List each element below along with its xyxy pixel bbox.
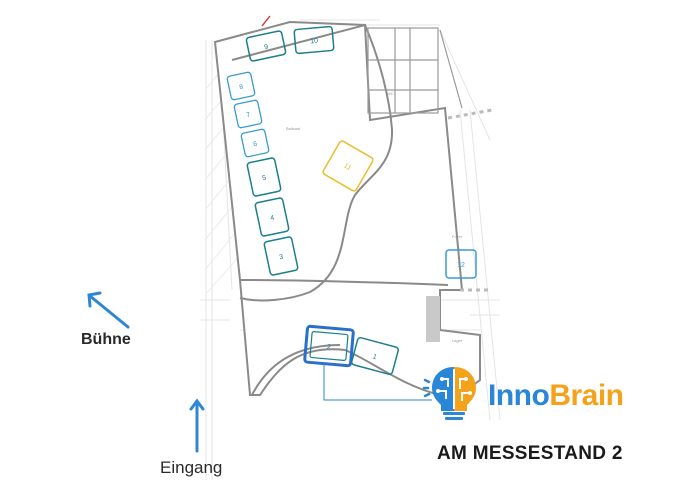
svg-text:1: 1 (372, 354, 378, 362)
booth-1[interactable]: 1 (351, 336, 399, 376)
svg-text:8: 8 (239, 84, 244, 92)
lightbulb-brain-icon (422, 367, 476, 420)
svg-text:Ballsaal: Ballsaal (286, 126, 300, 131)
booth-10[interactable]: 10 (293, 25, 335, 55)
svg-text:WC: WC (387, 91, 394, 96)
svg-text:Lager: Lager (452, 338, 463, 343)
svg-text:9: 9 (264, 44, 269, 52)
booth-7[interactable]: 7 (233, 99, 263, 129)
red-mark (261, 15, 271, 27)
brand-name: InnoBrain (488, 379, 624, 413)
booth-2[interactable]: 2 (303, 324, 355, 368)
stage-arrow-icon (87, 291, 130, 329)
brand-name-part1: Inno (488, 379, 550, 412)
upper-rooms (367, 27, 463, 114)
lower-curved-wall (239, 279, 449, 286)
brand-name-part2: Brain (549, 379, 624, 412)
svg-text:7: 7 (246, 112, 251, 120)
svg-text:12: 12 (457, 262, 465, 269)
svg-text:3: 3 (279, 254, 284, 262)
entrance-curve (251, 344, 341, 396)
svg-text:6: 6 (253, 141, 258, 149)
booths: 9 10 8 7 6 5 4 3 (226, 25, 477, 376)
booth-9[interactable]: 9 (245, 30, 287, 62)
stand-caption: AM MESSESTAND 2 (437, 443, 623, 464)
entrance-label: Eingang (160, 458, 223, 477)
booth-12[interactable]: 12 (445, 249, 477, 279)
svg-text:11: 11 (342, 162, 352, 172)
booth-11[interactable]: 11 (322, 140, 374, 192)
svg-text:10: 10 (310, 38, 318, 46)
svg-text:4: 4 (270, 215, 275, 223)
svg-text:Foyer: Foyer (452, 234, 463, 239)
booth-3[interactable]: 3 (263, 236, 299, 276)
booth-6[interactable]: 6 (240, 128, 270, 158)
grey-block (426, 296, 440, 342)
svg-text:2: 2 (327, 344, 332, 351)
booth-5[interactable]: 5 (246, 157, 282, 197)
entrance-arrow-icon (189, 398, 205, 453)
inner-curved-wall (231, 23, 394, 302)
brand-logo: InnoBrain (420, 363, 690, 423)
stage-label: Bühne (81, 331, 131, 348)
booth-4[interactable]: 4 (254, 197, 290, 237)
booth-8[interactable]: 8 (226, 71, 256, 101)
svg-text:5: 5 (262, 175, 267, 183)
dashed-markers (447, 108, 493, 292)
booth-callout-line (323, 364, 432, 401)
